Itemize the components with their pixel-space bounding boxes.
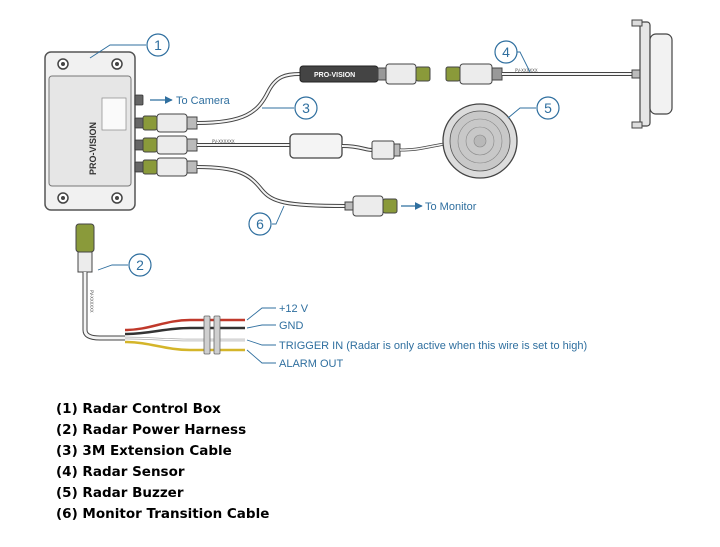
svg-text:1: 1 bbox=[154, 37, 162, 53]
callout-2: 2 bbox=[128, 253, 152, 277]
wire-white-core bbox=[124, 337, 245, 341]
to-camera-label: To Camera bbox=[176, 95, 231, 107]
radar-buzzer bbox=[442, 103, 518, 179]
wire-sleeve-icon bbox=[203, 315, 221, 355]
control-box-brand: PRO-VISION bbox=[88, 122, 98, 175]
callout-1: 1 bbox=[146, 33, 170, 57]
callout-6: 6 bbox=[248, 212, 272, 236]
svg-text:4: 4 bbox=[502, 44, 510, 60]
to-monitor-label: To Monitor bbox=[425, 201, 477, 213]
legend-item-radar-power-harness: (2) Radar Power Harness bbox=[56, 422, 247, 438]
wiring-diagram: PRO-VISION To Camera PRO-VISION bbox=[44, 19, 673, 370]
component-legend: (1) Radar Control Box (2) Radar Power Ha… bbox=[56, 399, 269, 525]
wire-label-alarm-out: ALARM OUT bbox=[279, 358, 343, 370]
wire-labels bbox=[246, 307, 276, 364]
wire-black bbox=[124, 326, 245, 336]
svg-text:2: 2 bbox=[136, 257, 144, 273]
buzzer-cable: PV-XXXXXX bbox=[197, 133, 446, 160]
svg-text:PV-XXXXXX: PV-XXXXXX bbox=[89, 290, 94, 313]
wire-label-12v: +12 V bbox=[279, 303, 309, 315]
legend-item-radar-control-box: (1) Radar Control Box bbox=[56, 401, 221, 417]
svg-text:PV-XXXXXX: PV-XXXXXX bbox=[212, 139, 235, 144]
extension-cable-brand: PRO-VISION bbox=[314, 72, 355, 79]
wire-label-trigger-in: TRIGGER IN (Radar is only active when th… bbox=[279, 340, 587, 352]
radar-power-harness: PV-XXXXXX bbox=[75, 223, 245, 355]
legend-item-extension-cable: (3) 3M Extension Cable bbox=[56, 443, 232, 459]
svg-text:PV-XXXXXX: PV-XXXXXX bbox=[515, 68, 538, 73]
control-box-ports bbox=[134, 94, 144, 173]
legend-item-monitor-transition-cable: (6) Monitor Transition Cable bbox=[56, 506, 270, 522]
callout-5: 5 bbox=[536, 96, 560, 120]
svg-text:3: 3 bbox=[302, 100, 310, 116]
radar-sensor: PV-XXXXXX bbox=[445, 19, 673, 129]
svg-text:5: 5 bbox=[544, 100, 552, 116]
svg-text:6: 6 bbox=[256, 216, 264, 232]
legend-item-radar-sensor: (4) Radar Sensor bbox=[56, 464, 185, 480]
wire-yellow-green bbox=[124, 340, 245, 352]
wire-red bbox=[124, 318, 245, 332]
callout-3: 3 bbox=[294, 96, 318, 120]
extension-cable: PRO-VISION bbox=[196, 63, 431, 125]
callout-4: 4 bbox=[494, 40, 518, 64]
box-connectors bbox=[142, 113, 198, 177]
wire-label-gnd: GND bbox=[279, 320, 304, 332]
monitor-transition-cable bbox=[196, 165, 398, 217]
radar-control-box: PRO-VISION bbox=[44, 51, 144, 211]
mounting-hole-icon bbox=[57, 58, 123, 204]
sensor-mount-icon bbox=[631, 19, 643, 129]
legend-item-radar-buzzer: (5) Radar Buzzer bbox=[56, 485, 184, 501]
